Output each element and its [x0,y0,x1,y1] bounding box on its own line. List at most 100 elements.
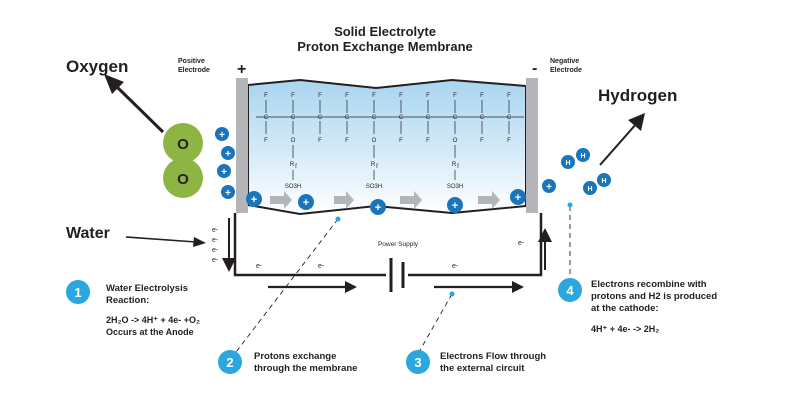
circuit-wire-right [408,213,543,277]
hydrogen-atom: H [561,155,575,169]
step-2-line-1: Protons exchange [254,351,336,362]
step-3: 3 Electrons Flow through the external ci… [406,350,546,374]
oxygen-label: Oxygen [66,57,128,76]
electron-label: e- [212,247,219,254]
electron-flow-arrowhead [345,281,357,293]
oxygen-atom-label: O [177,171,189,188]
transport-arrow [334,191,354,209]
svg-text:H: H [580,153,585,160]
step-1-line-1: Water Electrolysis [106,283,188,294]
electron-label: e- [518,240,525,247]
negative-electrode-label-line-2: Electrode [550,67,582,74]
fluorine-atom: F [399,138,403,144]
sulfonic-group: SO3H [285,184,301,190]
cathode-proton: + [542,179,556,193]
svg-text:+: + [221,167,227,178]
step-1-line-2: Reaction: [106,295,149,306]
proton-transport-arrows [270,191,500,209]
proton: + [217,164,231,178]
step-3-badge [406,350,430,374]
fluorine-atom: F [318,93,322,99]
oxygen-atom [163,123,203,163]
fluorine-atom: F [507,138,511,144]
hydrogen-atom: H [597,173,611,187]
electron-labels: e- e- e- e- e- e- e- e- [212,227,525,270]
leader-dot [567,202,573,208]
leader-dot [449,291,455,297]
hydrogen-atom: H [583,181,597,195]
proton: + [221,185,235,199]
negative-electrode-label-line-1: Negative [550,58,579,65]
svg-text:+: + [251,194,257,206]
fluorine-atom: F [480,93,484,99]
step-1-number: 1 [74,285,81,300]
oxygen-atom: O [372,138,377,144]
fluorine-atom: F [345,93,349,99]
step-4-line-1: Electrons recombine with [591,279,707,290]
title-line-2: Proton Exchange Membrane [297,39,473,54]
electron-label: e- [318,263,325,270]
fluorine-atom: F [264,93,268,99]
hydrogen-label: Hydrogen [598,86,677,105]
fluorine-atom: F [372,93,376,99]
electron-label: e- [212,237,219,244]
electron-label: e- [212,227,219,234]
oxygen-atom: O [453,138,458,144]
carbon-atom: C [264,115,269,121]
transport-arrow [400,191,422,209]
sulfonic-group: SO3H [447,184,463,190]
fluorine-atom: F [507,93,511,99]
water-arrow [125,236,206,247]
step-4-line-3: at the cathode: [591,303,659,314]
step-3-line-2: the external circuit [440,363,525,374]
oxygen-arrow [104,74,165,134]
step-4-line-4: 4H⁺ + 4e- -> 2H₂ [591,324,659,334]
positive-sign: + [237,61,246,78]
carbon-atom: C [399,115,404,121]
proton: + [370,199,386,215]
step-4-line-2: protons and H2 is produced [591,291,717,302]
membrane-protons: + + + + + [246,189,526,215]
svg-text:H: H [565,160,570,167]
fluorine-atom: F [399,93,403,99]
negative-sign: - [532,60,537,77]
rf-subscript: f [295,164,297,170]
step-4-number: 4 [566,283,574,298]
step-2-badge [218,350,242,374]
sulfonic-group: SO3H [366,184,382,190]
proton: + [246,191,262,207]
carbon-atom: C [291,115,296,121]
fluorine-atom: F [345,138,349,144]
transport-arrow [478,191,500,209]
positive-electrode-label-line-2: Electrode [178,67,210,74]
proton: + [510,189,526,205]
positive-electrode-label-line-1: Positive [178,58,205,65]
electron-label: e- [256,263,263,270]
step-2-line-2: through the membrane [254,363,357,374]
external-circuit: Power Supply [222,213,552,293]
carbon-atom: C [480,115,485,121]
fluorine-atom: F [291,93,295,99]
hydrogen-atom: H [576,148,590,162]
membrane [247,78,527,216]
svg-text:H: H [587,186,592,193]
step-4: 4 Electrons recombine with protons and H… [558,278,717,334]
hydrogen-arrow [599,113,645,166]
fluorine-atom: F [426,138,430,144]
anode-protons: + + + + [215,127,235,199]
rf-group: R [452,162,457,168]
carbon-atom: C [507,115,512,121]
rf-subscript: f [376,164,378,170]
rf-subscript: f [457,164,459,170]
svg-text:+: + [303,197,309,209]
rf-group: R [290,162,295,168]
carbon-atom: C [372,115,377,121]
step-1-badge [66,280,90,304]
electron-flow-arrowhead [512,281,524,293]
svg-text:+: + [225,188,231,199]
leader-line [235,218,339,353]
step-1-line-4: Occurs at the Anode [106,327,194,337]
oxygen-molecule: O O [163,123,203,198]
carbon-atom: C [426,115,431,121]
svg-text:+: + [375,202,381,214]
